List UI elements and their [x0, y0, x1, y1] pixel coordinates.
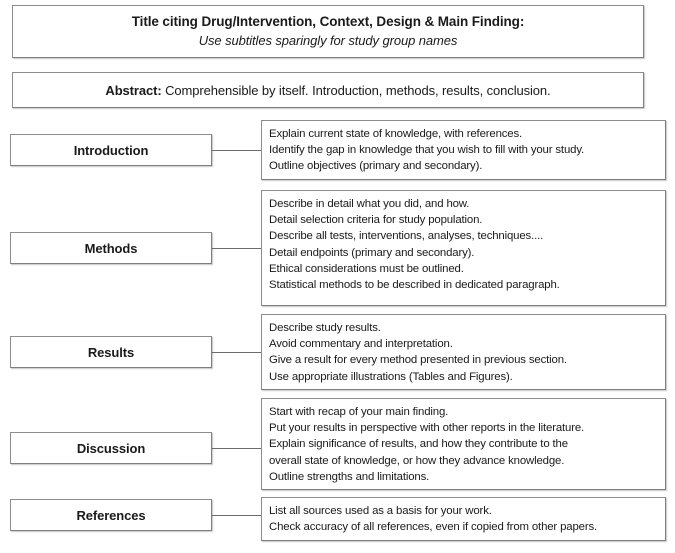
section-label-references: References — [10, 499, 212, 531]
detail-line: Explain current state of knowledge, with… — [269, 128, 523, 140]
section-label-discussion: Discussion — [10, 432, 212, 464]
section-label-results: Results — [10, 336, 212, 368]
detail-line: Put your results in perspective with oth… — [269, 422, 585, 435]
section-detail-methods: Describe in detail what you did, and how… — [261, 190, 666, 306]
detail-line: Describe all tests, interventions, analy… — [269, 230, 544, 243]
detail-line: Describe study results. — [269, 322, 381, 334]
title-main-line: Title citing Drug/Intervention, Context,… — [131, 14, 525, 30]
abstract-box: Abstract: Comprehensible by itself. Intr… — [12, 72, 644, 108]
section-label-text: Discussion — [76, 440, 146, 456]
section-detail-references: List all sources used as a basis for you… — [261, 497, 666, 541]
detail-line: List all sources used as a basis for you… — [269, 505, 492, 517]
detail-line: Explain significance of results, and how… — [269, 438, 568, 451]
abstract-label: Abstract: — [105, 82, 162, 98]
detail-line: Ethical considerations must be outlined. — [269, 262, 464, 275]
section-label-text: Methods — [84, 240, 138, 256]
detail-line: Outline strengths and limitations. — [269, 470, 430, 483]
title-subtitle-line: Use subtitles sparingly for study group … — [198, 32, 458, 48]
detail-line: Outline objectives (primary and secondar… — [269, 160, 483, 173]
connector-line-discussion — [212, 448, 261, 449]
detail-line: Check accuracy of all references, even i… — [269, 521, 598, 534]
detail-line: Identify the gap in knowledge that you w… — [269, 144, 585, 157]
title-box: Title citing Drug/Intervention, Context,… — [12, 5, 644, 58]
section-detail-introduction: Explain current state of knowledge, with… — [261, 120, 666, 180]
section-label-text: Introduction — [73, 142, 149, 158]
connector-line-introduction — [212, 150, 261, 151]
detail-line: Detail selection criteria for study popu… — [269, 214, 483, 227]
detail-line: Start with recap of your main finding. — [269, 406, 449, 418]
detail-line: overall state of knowledge, or how they … — [269, 454, 565, 467]
detail-line: Describe in detail what you did, and how… — [269, 198, 470, 210]
section-label-methods: Methods — [10, 232, 212, 264]
detail-line: Detail endpoints (primary and secondary)… — [269, 246, 475, 259]
section-label-text: References — [76, 507, 146, 523]
connector-line-results — [212, 352, 261, 353]
connector-line-methods — [212, 248, 261, 249]
section-detail-discussion: Start with recap of your main finding. P… — [261, 398, 666, 490]
detail-line: Give a result for every method presented… — [269, 354, 567, 367]
connector-line-references — [212, 515, 261, 516]
section-label-introduction: Introduction — [10, 134, 212, 166]
section-detail-results: Describe study results. Avoid commentary… — [261, 314, 666, 390]
section-label-text: Results — [87, 344, 135, 360]
detail-line: Use appropriate illustrations (Tables an… — [269, 370, 513, 383]
detail-line: Avoid commentary and interpretation. — [269, 338, 453, 351]
detail-line: Statistical methods to be described in d… — [269, 279, 560, 292]
abstract-body: Comprehensible by itself. Introduction, … — [165, 82, 551, 98]
abstract-text: Abstract: Comprehensible by itself. Intr… — [105, 83, 550, 98]
